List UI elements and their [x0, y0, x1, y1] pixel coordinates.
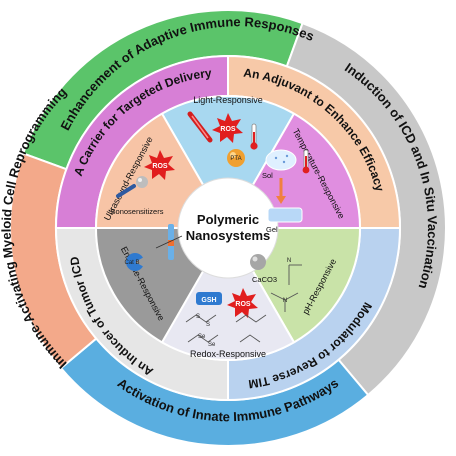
- svg-text:GSH: GSH: [201, 297, 216, 304]
- gel-label: Gel: [266, 225, 278, 234]
- svg-text:Cat B: Cat B: [124, 260, 139, 266]
- laser-icon: [187, 111, 213, 143]
- thermometer-icon: [250, 123, 258, 150]
- svg-text:Se: Se: [208, 342, 216, 348]
- amine-icon: N N: [270, 258, 302, 312]
- ros-burst-redox: ROS: [227, 288, 258, 318]
- svg-text:PTA: PTA: [230, 156, 241, 162]
- pta-sphere: PTA: [227, 149, 245, 167]
- sonosensitizers-label: Sonosensitizers: [111, 207, 164, 216]
- center-circle: [177, 177, 279, 279]
- inner-label-redox: Redox-Responsive: [190, 349, 266, 359]
- svg-text:N: N: [287, 258, 291, 264]
- svg-text:ROS: ROS: [235, 301, 251, 308]
- svg-text:Se: Se: [198, 334, 206, 340]
- gsh-badge: GSH: [196, 292, 222, 305]
- center-title-line2: Nanosystems: [186, 228, 271, 243]
- svg-text:ROS: ROS: [152, 163, 168, 170]
- svg-text:S: S: [196, 314, 200, 320]
- inner-label-light: Light-Responsive: [193, 95, 263, 105]
- sol-label: Sol: [262, 171, 273, 180]
- outer-ring: [9, 9, 447, 447]
- thermometer-icon-temp: [302, 149, 310, 174]
- center-title-line1: Polymeric: [197, 212, 259, 227]
- sonosensitizer-icon: [116, 176, 148, 198]
- ros-burst-ultrasound: ROS: [144, 150, 175, 180]
- caco3-particle: [250, 254, 266, 270]
- hydrogel-icon: [265, 149, 303, 223]
- svg-text:N: N: [283, 298, 287, 304]
- svg-text:ROS: ROS: [220, 126, 236, 133]
- caco3-label: CaCO3: [252, 275, 277, 284]
- peptide-linker-icon: [155, 224, 183, 260]
- inner-segment-redox: [160, 226, 296, 361]
- ros-burst-light: ROS: [212, 113, 243, 143]
- disulfide-icon: S S Se Se: [185, 314, 267, 348]
- enzyme-icon: Cat B: [124, 253, 146, 271]
- svg-text:S: S: [206, 322, 210, 328]
